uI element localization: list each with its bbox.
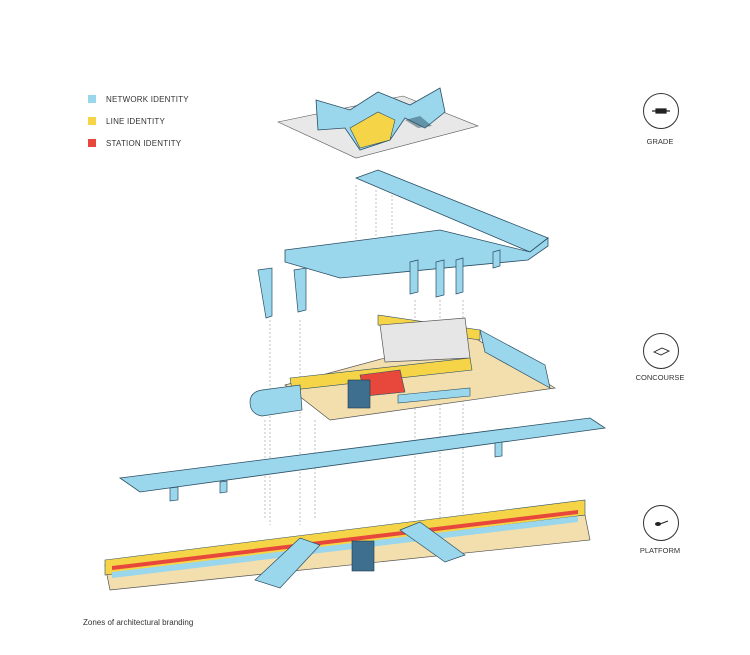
platform-label: PLATFORM xyxy=(639,546,681,555)
platform-ceiling-columns xyxy=(169,441,503,502)
concourse-wall-network xyxy=(479,329,551,389)
platform-escalator-right xyxy=(399,521,466,563)
platform-level xyxy=(104,499,591,591)
legend-label: NETWORK IDENTITY xyxy=(106,94,189,104)
platform-elevator-box xyxy=(351,540,375,572)
concourse-ceiling xyxy=(257,169,549,319)
concourse-label: CONCOURSE xyxy=(635,373,685,382)
legend-item-line: LINE IDENTITY xyxy=(88,110,189,132)
ceiling-slab-lower xyxy=(284,229,549,279)
grade-canopy-opening xyxy=(405,116,432,128)
concourse-level xyxy=(249,314,557,421)
ceiling-columns xyxy=(257,249,501,319)
concourse-icon xyxy=(643,333,679,369)
legend-label: LINE IDENTITY xyxy=(106,116,166,126)
concourse-curved-wall xyxy=(249,384,303,417)
station-swatch xyxy=(88,139,96,147)
legend-item-station: STATION IDENTITY xyxy=(88,132,189,154)
legend-label: STATION IDENTITY xyxy=(106,138,182,148)
legend-item-network: NETWORK IDENTITY xyxy=(88,88,189,110)
platform-escalator-left xyxy=(254,537,321,589)
grade-label: GRADE xyxy=(646,137,674,146)
grade-icon xyxy=(643,93,679,129)
figure-caption: Zones of architectural branding xyxy=(83,618,194,627)
line-swatch xyxy=(88,117,96,125)
concourse-bench xyxy=(397,387,471,404)
platform-track-network xyxy=(112,516,578,578)
platform-ceiling-slab xyxy=(118,417,607,493)
network-swatch xyxy=(88,95,96,103)
legend: NETWORK IDENTITY LINE IDENTITY STATION I… xyxy=(88,88,189,154)
platform-icon xyxy=(643,505,679,541)
concourse-entry-block xyxy=(379,317,471,363)
concourse-elevator-box xyxy=(347,379,371,409)
platform-ceiling xyxy=(118,417,607,502)
platform-wall-station xyxy=(112,510,578,570)
grade-canopy-line-zone xyxy=(349,111,396,149)
grade-level xyxy=(277,87,479,159)
